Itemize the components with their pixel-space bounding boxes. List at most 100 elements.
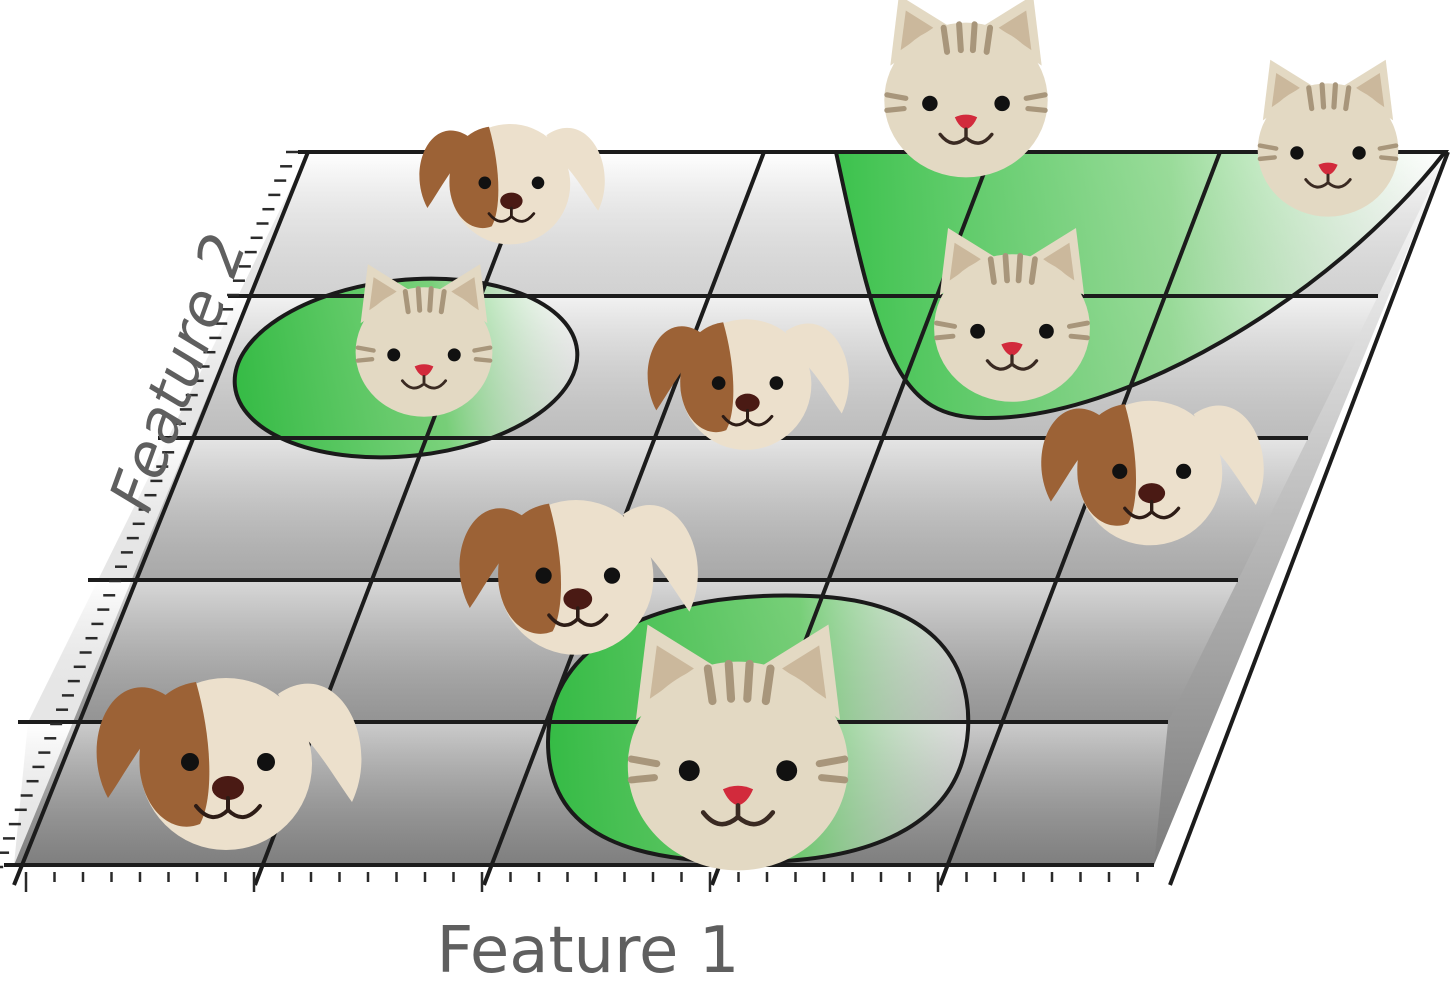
cat-cheek-stripe	[884, 106, 907, 113]
cat-eye	[1290, 146, 1304, 160]
dog-mouth	[721, 408, 774, 427]
cat-cheek-stripe	[1379, 155, 1399, 162]
dog-ear-right	[785, 323, 849, 414]
dog-eye	[1112, 463, 1128, 479]
dog-eye	[478, 176, 492, 190]
dog-right-dog-icon	[1041, 400, 1264, 546]
cat-nose	[1001, 341, 1023, 356]
cat-inner-ear	[451, 277, 479, 311]
cat-eye	[970, 323, 985, 339]
dog-eye	[531, 176, 545, 190]
cat-stripe	[1015, 252, 1024, 284]
cat-top-2-cat-icon	[1257, 59, 1399, 217]
dog-eye-patch	[449, 126, 499, 229]
cat-inner-ear	[369, 277, 397, 311]
cat-nose	[414, 364, 434, 377]
cat-stripe	[724, 659, 736, 703]
cat-cheek-stripe	[1023, 92, 1048, 101]
dog-eye	[535, 567, 552, 584]
dog-eye	[1176, 463, 1192, 479]
dog-ear-right	[622, 505, 698, 612]
cat-cheek-stripe	[815, 755, 849, 768]
cat-eye	[447, 348, 461, 362]
cat-eye	[1039, 323, 1054, 339]
cat-stripe	[1002, 252, 1010, 284]
cat-eye	[387, 348, 401, 362]
cat-stripe	[761, 664, 775, 706]
cat-cheek-stripe	[627, 774, 658, 784]
cat-bottom-region-cat-icon	[627, 624, 849, 871]
cat-inner-ear	[1043, 242, 1075, 281]
dog-ear-right	[1193, 405, 1264, 505]
cat-stripe	[983, 24, 994, 55]
cat-cheek-stripe	[1025, 106, 1048, 113]
dog-eye-patch	[139, 682, 210, 827]
cat-face	[1257, 83, 1399, 217]
cat-nose	[1318, 162, 1338, 176]
cat-mouth	[938, 127, 994, 145]
dog-eye-patch	[498, 503, 562, 634]
grid-vertical-line	[938, 151, 1222, 886]
dog-eye-patch	[680, 322, 734, 433]
cat-inner-ear	[1271, 73, 1300, 108]
cat-eye	[776, 760, 798, 782]
cat-left-region-cat-icon	[355, 264, 493, 417]
cat-stripe	[703, 664, 717, 706]
cat-stripe	[1028, 256, 1038, 285]
grid-vertical-line	[1168, 151, 1450, 886]
cat-mouth	[1304, 173, 1352, 189]
cat-cheek-stripe	[1257, 143, 1279, 151]
cat-cheek-stripe	[627, 755, 661, 768]
dog-top-dog-icon	[419, 124, 605, 245]
animals	[96, 0, 1399, 871]
cat-face	[627, 661, 849, 871]
cat-inner-ear	[649, 645, 694, 699]
cat-eye	[678, 760, 700, 782]
dog-mouth	[1123, 499, 1181, 520]
x-axis-label: Feature 1	[437, 914, 740, 982]
cat-cheek-stripe	[1068, 333, 1090, 341]
dog-mouth	[547, 606, 609, 627]
cat-inner-ear	[900, 10, 934, 51]
cat-cheek-stripe	[884, 92, 909, 101]
cat-face	[934, 254, 1090, 402]
cat-stripe	[956, 21, 964, 54]
cat-mouth	[700, 803, 776, 827]
cat-cheek-stripe	[1066, 320, 1090, 329]
cat-cheek-stripe	[818, 774, 849, 784]
cat-cheek-stripe	[1257, 155, 1277, 162]
cat-mouth	[985, 354, 1039, 371]
cat-eye	[922, 95, 938, 112]
cat-stripe	[1319, 82, 1327, 110]
cat-inner-ear	[998, 10, 1032, 51]
cat-stripe	[743, 659, 754, 703]
cat-cheek-stripe	[1377, 143, 1399, 151]
cat-eye	[1352, 146, 1366, 160]
dog-mouth	[194, 796, 262, 819]
cat-inner-ear	[949, 242, 981, 281]
cat-stripe	[1306, 85, 1315, 112]
cat-top-1-cat-icon	[884, 0, 1048, 178]
dog-eye	[181, 753, 199, 771]
cat-stripe	[940, 24, 951, 55]
dog-nose	[563, 588, 593, 610]
cat-stripe	[427, 286, 434, 313]
cat-stripe	[1331, 82, 1338, 110]
cat-stripe	[987, 256, 997, 285]
cat-nose	[954, 114, 978, 130]
cat-stripe	[438, 289, 447, 315]
dog-eye	[769, 376, 784, 390]
cat-right-region-cat-icon	[934, 227, 1090, 402]
dog-eye	[257, 753, 275, 771]
cat-face	[355, 287, 493, 417]
dog-middle-dog-icon	[647, 319, 849, 450]
dog-ear-right	[278, 683, 362, 802]
cat-mouth	[400, 375, 448, 390]
dog-nose	[500, 192, 523, 210]
grid-vertical-line	[12, 151, 310, 886]
cat-eye	[994, 95, 1010, 112]
cat-stripe	[1343, 85, 1352, 112]
dog-eye	[711, 376, 726, 390]
cat-cheek-stripe	[355, 357, 375, 363]
